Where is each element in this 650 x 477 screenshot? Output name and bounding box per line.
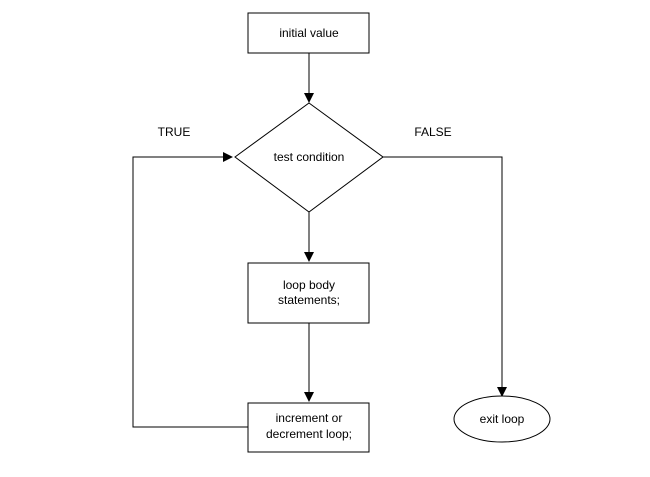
exit-loop-node: exit loop <box>453 395 551 443</box>
arrow-increment-back-to-condition <box>132 152 248 428</box>
arrow-condition-to-exit <box>383 156 507 397</box>
increment-label-line1: increment or <box>276 411 343 425</box>
false-branch-label: FALSE <box>414 125 451 139</box>
initial-value-node: initial value <box>247 12 370 54</box>
test-condition-label: test condition <box>274 150 345 164</box>
loop-body-label-line1: loop body <box>283 278 335 292</box>
test-condition-node: test condition <box>234 102 384 213</box>
initial-value-label: initial value <box>279 26 339 40</box>
increment-label-line2: decrement loop; <box>266 427 352 441</box>
true-branch-label: TRUE <box>158 125 191 139</box>
increment-node: increment or decrement loop; <box>247 402 370 453</box>
loop-body-label-line2: statements; <box>278 293 340 307</box>
exit-loop-label: exit loop <box>480 412 525 426</box>
loop-body-node: loop body statements; <box>247 262 370 324</box>
